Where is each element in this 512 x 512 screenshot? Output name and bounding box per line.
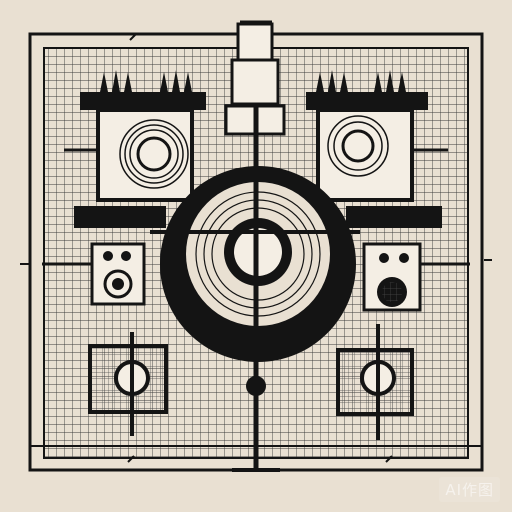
right-teeth — [316, 70, 406, 92]
mid-left-panel — [90, 242, 146, 306]
knob-icon — [121, 251, 131, 261]
upper-left-panel — [96, 108, 194, 202]
scribble-marks — [20, 33, 492, 463]
left-shelf — [74, 206, 166, 228]
top-tower — [236, 22, 274, 62]
target-circle-icon — [327, 115, 389, 177]
knob-icon — [379, 253, 389, 263]
right-bar — [306, 92, 428, 110]
spine-bulb — [246, 376, 266, 396]
right-shelf — [346, 206, 442, 228]
knob-icon — [399, 253, 409, 263]
watermark-badge: AI作图 — [439, 477, 500, 502]
top-chimney — [230, 58, 280, 106]
mid-left-core — [112, 278, 124, 290]
left-teeth — [100, 70, 192, 92]
upper-right-panel — [316, 108, 414, 202]
spiral-icon — [119, 119, 189, 189]
knob-icon — [103, 251, 113, 261]
spiral-icon — [103, 269, 133, 299]
grille-mesh — [382, 282, 402, 302]
left-bar — [80, 92, 206, 110]
